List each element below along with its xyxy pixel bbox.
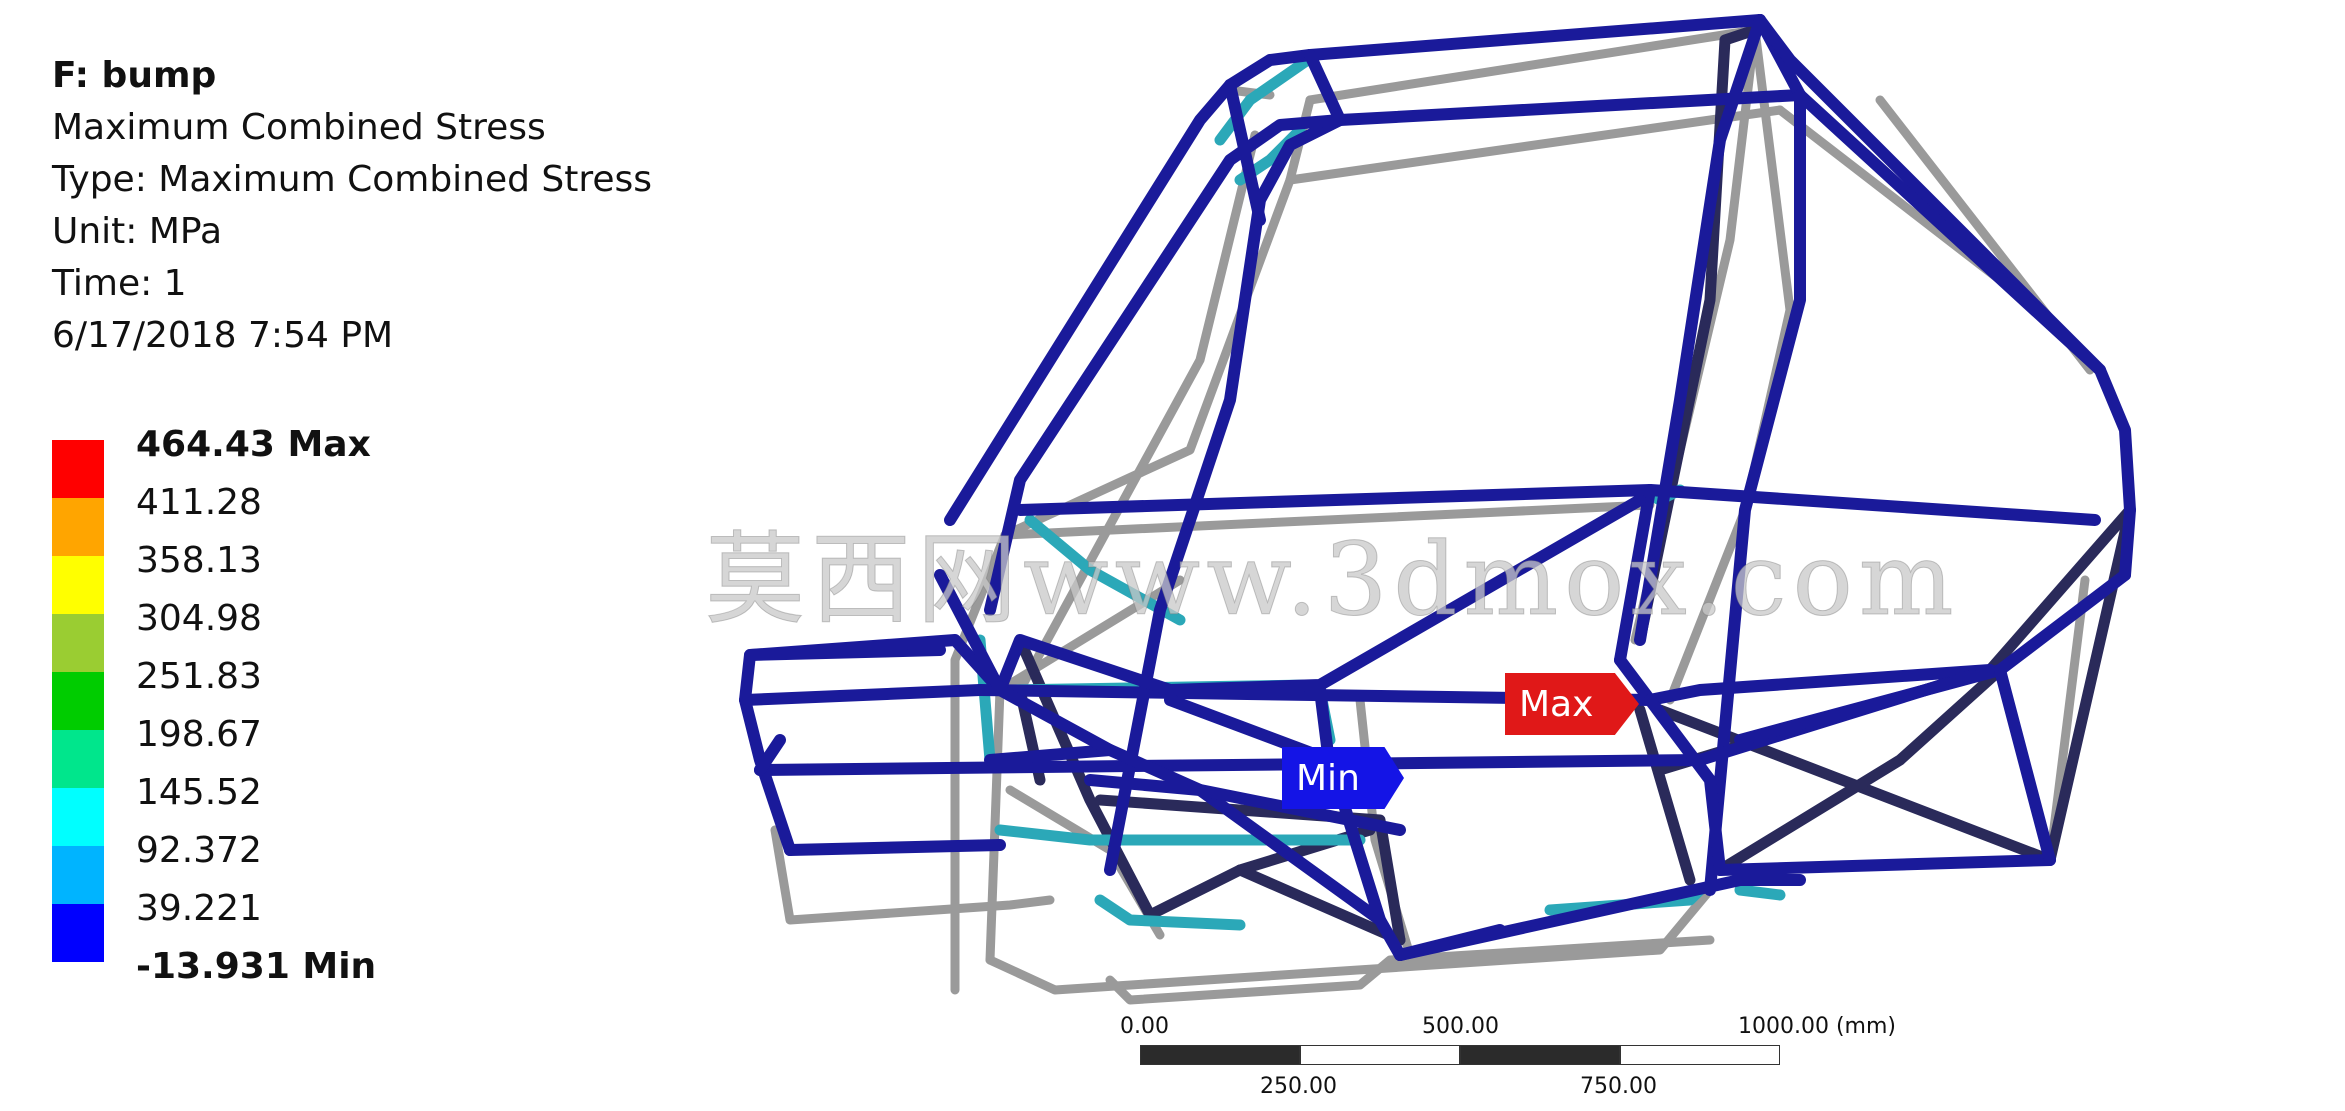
max-probe-text: Max <box>1519 683 1594 725</box>
legend-swatch <box>52 614 104 672</box>
result-type: Type: Maximum Combined Stress <box>52 159 653 200</box>
legend-label: 39.221 <box>136 888 262 929</box>
legend-swatch <box>52 846 104 904</box>
frame-members <box>739 14 2136 1005</box>
scale-label: 1000.00 (mm) <box>1738 1014 1896 1039</box>
scale-label: 0.00 <box>1120 1014 1169 1039</box>
min-probe-text: Min <box>1296 757 1360 799</box>
legend-label: 411.28 <box>136 482 262 523</box>
legend-label: 145.52 <box>136 772 262 813</box>
legend-label: 251.83 <box>136 656 262 697</box>
legend-swatch <box>52 498 104 556</box>
legend-swatch <box>52 788 104 846</box>
scale-segment <box>1300 1045 1460 1065</box>
legend-label: 198.67 <box>136 714 262 755</box>
legend-label: -13.931 Min <box>136 946 377 987</box>
scale-segment <box>1620 1045 1780 1065</box>
legend-label: 92.372 <box>136 830 262 871</box>
frame-dark-tubes <box>1014 24 2136 946</box>
legend-swatch <box>52 556 104 614</box>
result-timestamp: 6/17/2018 7:54 PM <box>52 315 394 356</box>
scale-label: 500.00 <box>1422 1014 1499 1039</box>
scale-label: 750.00 <box>1580 1074 1657 1099</box>
legend-labels: 464.43 Max 411.28 358.13 304.98 251.83 1… <box>136 416 476 996</box>
legend-swatch <box>52 730 104 788</box>
legend-label: 304.98 <box>136 598 262 639</box>
legend-label: 358.13 <box>136 540 262 581</box>
min-probe-label[interactable]: Min <box>1282 747 1404 809</box>
frame-blue-tubes <box>739 14 2136 961</box>
legend-swatch <box>52 440 104 498</box>
scale-segment <box>1460 1045 1620 1065</box>
watermark-text: 莫西网www.3dmox.com <box>705 521 1960 639</box>
legend-swatch <box>52 672 104 730</box>
result-time: Time: 1 <box>52 263 187 304</box>
scale-bar: 0.00 500.00 1000.00 (mm) 250.00 750.00 <box>1110 1010 1896 1105</box>
scale-label: 250.00 <box>1260 1074 1337 1099</box>
max-probe-label[interactable]: Max <box>1505 673 1639 735</box>
result-unit: Unit: MPa <box>52 211 223 252</box>
legend-swatch <box>52 904 104 962</box>
analysis-title: F: bump <box>52 55 217 96</box>
scale-segment <box>1140 1045 1300 1065</box>
legend-label: 464.43 Max <box>136 424 371 465</box>
legend-color-scale <box>52 440 104 962</box>
result-name: Maximum Combined Stress <box>52 107 546 148</box>
result-info: F: bump Maximum Combined Stress Type: Ma… <box>52 50 652 362</box>
